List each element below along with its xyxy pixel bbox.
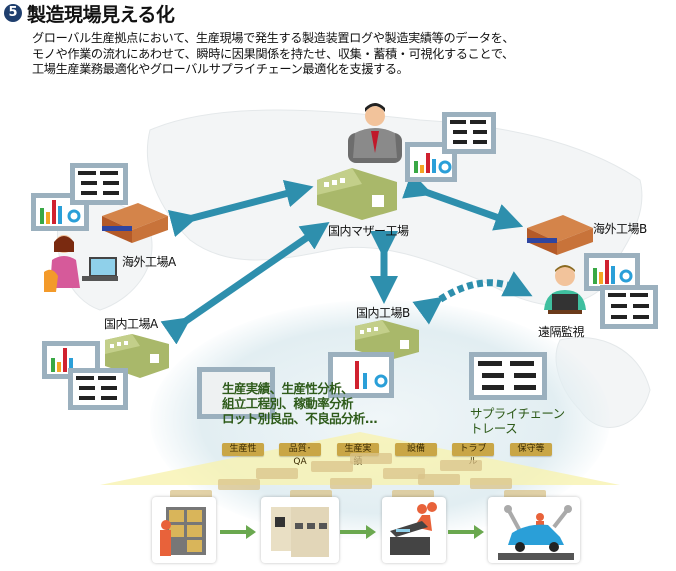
flow-arrow-icon xyxy=(340,525,376,539)
domestic-factory-b-icon xyxy=(355,320,419,360)
description-line: グローバル生産拠点において、生産現場で発生する製造装置ログや製造実績等のデータを… xyxy=(32,31,515,45)
car-assembly-line-icon xyxy=(498,505,574,560)
remote-monitor-operator-icon xyxy=(544,265,586,314)
label-domestic-factory-a: 国内工場A xyxy=(104,317,158,331)
overseas-factory-b-icon xyxy=(527,215,593,255)
description-line: モノや作業の流れにあわせて、瞬時に因果関係を持たせ、収集・蓄積・可視化することで… xyxy=(32,46,514,61)
label-domestic-factory-b: 国内工場B xyxy=(356,306,410,320)
label-overseas-factory-a: 海外工場A xyxy=(122,255,176,269)
label-mother-factory: 国内マザー工場 xyxy=(328,224,409,238)
analysis-text: 生産実績、生産性分析、 組立工程別、稼動率分析 ロット別良品、不良品分析... xyxy=(222,381,378,426)
flow-arrow-icon xyxy=(448,525,484,539)
arrow-mother-overseas-b xyxy=(402,172,524,231)
tag-trouble: トラブル xyxy=(452,443,494,467)
data-block xyxy=(470,478,512,489)
section-number-badge: 5 xyxy=(4,4,22,22)
process-step-warehouse xyxy=(152,497,216,563)
arrow-mother-overseas-a xyxy=(167,179,314,238)
tag-quality-qa: 品質･QA xyxy=(279,443,321,467)
data-block xyxy=(383,468,425,479)
overseas-factory-a-icon xyxy=(102,203,168,243)
label-overseas-factory-b: 海外工場B xyxy=(593,222,647,236)
warehouse-shelf-icon xyxy=(160,507,206,556)
executive-icon xyxy=(348,103,402,163)
supply-chain-line: サプライチェーン xyxy=(470,406,565,421)
data-block xyxy=(290,490,332,501)
data-block xyxy=(350,453,392,464)
supply-chain-log-panel xyxy=(469,352,547,400)
process-step-assembly xyxy=(382,497,446,563)
flow-arrow-icon xyxy=(220,525,256,539)
chart-panel xyxy=(31,193,89,231)
label-remote-monitoring: 遠隔監視 xyxy=(538,325,585,339)
page-title: 製造現場見える化 xyxy=(27,4,175,26)
arrow-mother-domestic-a xyxy=(160,222,330,345)
supply-chain-trace-label: サプライチェーン トレース xyxy=(470,406,565,436)
arrow-domestic-b-remote xyxy=(412,271,533,325)
tag-maintenance: 保守等 xyxy=(510,443,552,456)
analysis-line: 生産実績、生産性分析、 xyxy=(222,381,354,396)
data-block xyxy=(504,490,546,501)
analysis-chart-panel xyxy=(328,352,394,398)
description-line: 工場生産業務最適化やグローバルサプライチェーン最適化を支援する。 xyxy=(32,62,409,77)
data-block xyxy=(218,479,260,490)
data-block xyxy=(392,490,434,501)
domestic-factory-a-icon xyxy=(105,334,169,378)
log-panel xyxy=(68,368,128,410)
data-block xyxy=(330,478,372,489)
assembly-workers-icon xyxy=(390,502,437,555)
worker-laptop-icon xyxy=(44,235,118,292)
analysis-back-panel xyxy=(197,367,275,419)
supply-chain-line: トレース xyxy=(470,421,518,436)
data-block xyxy=(311,461,353,472)
tag-productivity: 生産性 xyxy=(222,443,264,456)
mother-factory-icon xyxy=(317,168,397,220)
analysis-line: ロット別良品、不良品分析... xyxy=(222,411,378,426)
process-step-equipment xyxy=(261,497,339,563)
data-block xyxy=(440,460,482,471)
log-panel xyxy=(70,163,128,205)
manufacturing-equipment-icon xyxy=(271,507,329,557)
process-step-vehicle-line xyxy=(488,497,580,563)
log-panel xyxy=(600,285,658,329)
data-block xyxy=(418,474,460,485)
data-block xyxy=(170,490,212,501)
analysis-line: 組立工程別、稼動率分析 xyxy=(222,396,354,411)
tag-equipment: 設備 xyxy=(395,443,437,456)
log-panel xyxy=(442,112,496,154)
description: グローバル生産拠点において、生産現場で発生する製造装置ログや製造実績等のデータを… xyxy=(32,31,672,78)
data-block xyxy=(256,468,298,479)
